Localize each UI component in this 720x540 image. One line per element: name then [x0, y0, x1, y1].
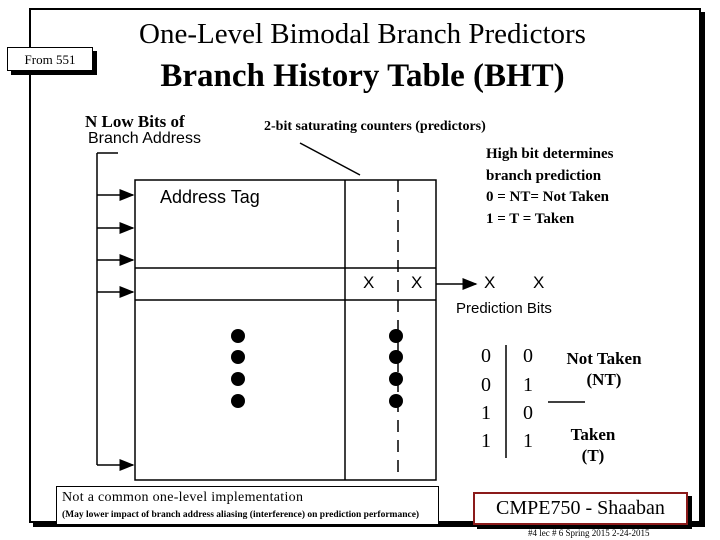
- address-tag-label: Address Tag: [160, 187, 260, 207]
- not-taken-line: (NT): [586, 370, 622, 389]
- ellipsis-dot: [389, 372, 403, 386]
- counters-pointer: [299, 142, 361, 176]
- ellipsis-dot: [231, 350, 245, 364]
- taken-label: Taken (T): [560, 424, 626, 466]
- slide-footer: #4 lec # 6 Spring 2015 2-24-2015: [528, 528, 650, 538]
- state-bit: 0: [481, 374, 491, 396]
- index-label-line1: N Low Bits of: [85, 112, 185, 131]
- course-badge: CMPE750 - Shaaban: [473, 492, 688, 525]
- from-badge: From 551: [7, 47, 93, 71]
- ellipsis-dot: [389, 350, 403, 364]
- high-bit-note: High bit determines branch prediction 0 …: [486, 144, 614, 230]
- state-bit: 1: [481, 430, 491, 452]
- taken-line: Taken: [570, 425, 616, 444]
- counters-label: 2-bit saturating counters (predictors): [264, 119, 486, 134]
- slide-subtitle: Branch History Table (BHT): [160, 58, 565, 94]
- state-bit: 1: [481, 402, 491, 424]
- high-bit-note-line: 0 = NT= Not Taken: [486, 189, 609, 205]
- taken-line: (T): [581, 446, 605, 465]
- ellipsis-dot: [231, 372, 245, 386]
- entry-bit: X: [411, 273, 423, 292]
- state-bit: 1: [523, 430, 533, 452]
- note-box: [56, 486, 439, 525]
- state-bit: 0: [481, 345, 491, 367]
- high-bit-note-line: 1 = T = Taken: [486, 210, 575, 227]
- state-bit: 1: [523, 374, 533, 396]
- state-bit: 0: [523, 345, 533, 367]
- note-main: Not a common one-level implementation: [62, 490, 304, 505]
- ellipsis-dot: [389, 394, 403, 408]
- entry-bit: X: [363, 273, 375, 292]
- ellipsis-dot: [231, 329, 245, 343]
- index-label-line2: Branch Address: [88, 130, 201, 147]
- state-bit: 0: [523, 402, 533, 424]
- high-bit-note-line: branch prediction: [486, 167, 602, 184]
- prediction-bits-label: Prediction Bits: [456, 300, 552, 317]
- prediction-bit: X: [533, 273, 545, 292]
- not-taken-label: Not Taken (NT): [556, 348, 652, 390]
- slide-frame-fill: [29, 8, 701, 523]
- ellipsis-dot: [389, 329, 403, 343]
- ellipsis-dot: [231, 394, 245, 408]
- note-detail: (May lower impact of branch address alia…: [62, 510, 420, 520]
- slide-title: One-Level Bimodal Branch Predictors: [139, 18, 586, 50]
- high-bit-note-line: High bit determines: [486, 146, 614, 162]
- prediction-bit: X: [484, 273, 496, 292]
- not-taken-line: Not Taken: [566, 349, 642, 368]
- bht-table: [134, 179, 437, 481]
